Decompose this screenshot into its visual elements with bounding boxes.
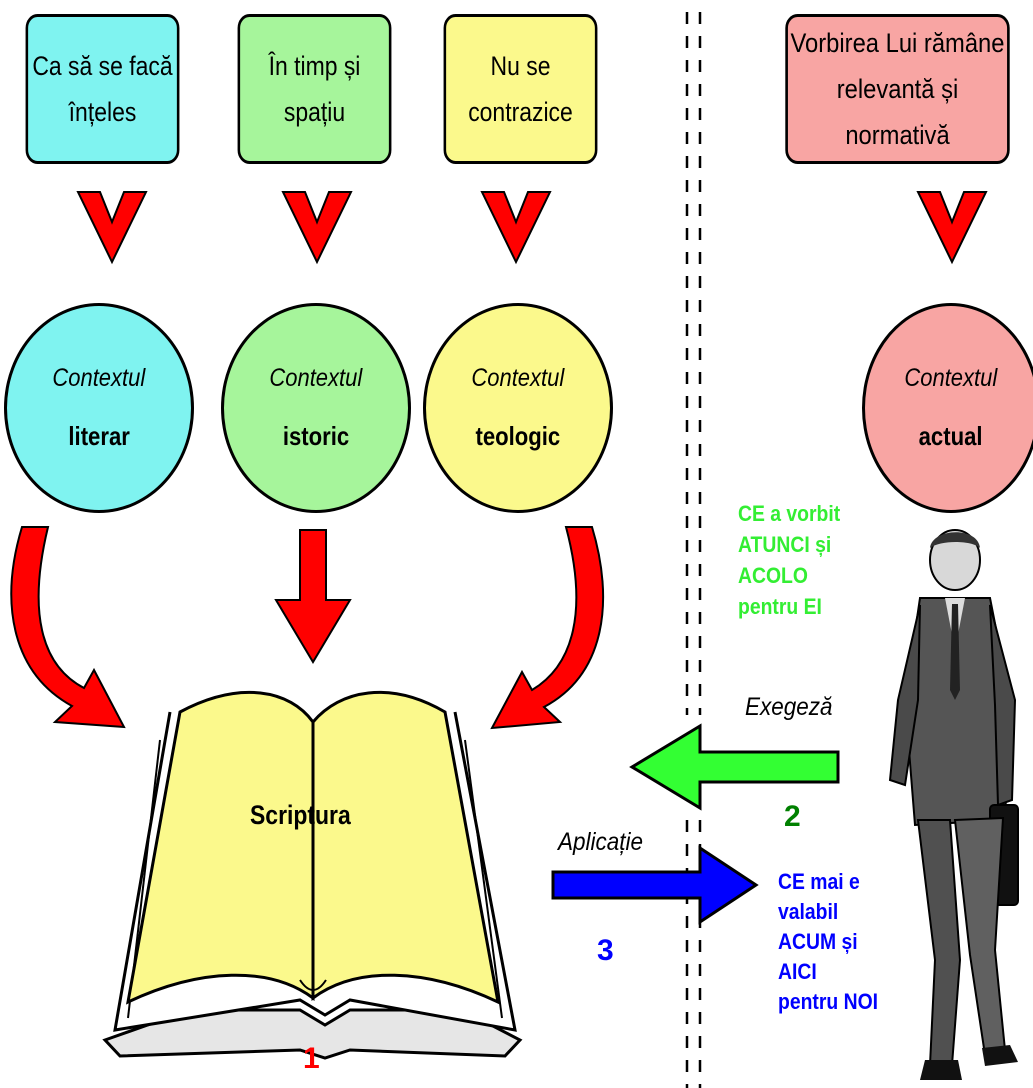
now-text: CE mai e valabil ACUM și AICI pentru NOI — [778, 867, 878, 1017]
circle-current: Contextul actual — [862, 303, 1033, 513]
number-3: 3 — [597, 934, 614, 967]
dashed-divider — [685, 12, 702, 1088]
box-historical: În timp și spațiu — [237, 14, 392, 164]
circle-historical-title: Contextul — [269, 364, 363, 392]
arrow-right-icon — [551, 845, 759, 925]
circle-theological-title: Contextul — [471, 364, 565, 392]
circle-historical: Contextul istoric — [221, 303, 411, 513]
book-icon — [102, 691, 523, 1060]
circle-historical-label: istoric — [282, 421, 350, 451]
then-line: pentru EI — [738, 594, 822, 619]
box-literary: Ca să se facă înțeles — [25, 14, 180, 164]
arrow-left-icon — [629, 723, 840, 811]
box-theological: Nu se contrazice — [443, 14, 598, 164]
box-current-line1: Vorbirea Lui rămâne — [790, 28, 1005, 58]
exegesis-label: Exegeză — [745, 693, 833, 721]
circle-theological-label: teologic — [475, 421, 561, 451]
chevron-down-icon — [916, 191, 988, 265]
circle-current-title: Contextul — [904, 364, 998, 392]
number-2: 2 — [784, 800, 801, 833]
chevron-down-icon — [76, 191, 148, 265]
then-line: ACOLO — [738, 563, 808, 588]
book-label: Scriptura — [250, 800, 351, 830]
now-line: pentru NOI — [778, 989, 879, 1014]
box-current: Vorbirea Lui rămâne relevantă și normativ… — [785, 14, 1010, 164]
then-line: ATUNCI și — [738, 532, 832, 557]
walking-man-icon — [888, 529, 1019, 1080]
box-historical-line2: spațiu — [283, 97, 346, 127]
curved-arrow-right-icon — [490, 526, 605, 730]
application-label: Aplicație — [558, 828, 644, 856]
chevron-down-icon — [480, 191, 552, 265]
arrow-down-icon — [274, 529, 352, 664]
box-theological-line1: Nu se — [490, 51, 551, 81]
circle-literary-title: Contextul — [52, 364, 146, 392]
box-current-line2: relevantă și normativă — [836, 74, 959, 150]
now-line: valabil — [778, 899, 839, 924]
circle-theological: Contextul teologic — [423, 303, 613, 513]
then-line: CE a vorbit — [738, 501, 841, 526]
now-line: ACUM și — [778, 929, 858, 954]
box-literary-line1: Ca să se facă — [32, 51, 173, 81]
circle-literary-label: literar — [68, 421, 130, 451]
now-line: CE mai e — [778, 869, 860, 894]
box-historical-line1: În timp și — [268, 51, 361, 81]
curved-arrow-left-icon — [10, 526, 126, 729]
now-line: AICI — [778, 959, 817, 984]
box-literary-line2: înțeles — [68, 97, 137, 127]
number-1: 1 — [303, 1042, 320, 1075]
chevron-down-icon — [281, 191, 353, 265]
circle-literary: Contextul literar — [4, 303, 194, 513]
box-theological-line2: contrazice — [468, 97, 573, 127]
then-text: CE a vorbit ATUNCI și ACOLO pentru EI — [738, 498, 840, 622]
circle-current-label: actual — [919, 421, 983, 451]
